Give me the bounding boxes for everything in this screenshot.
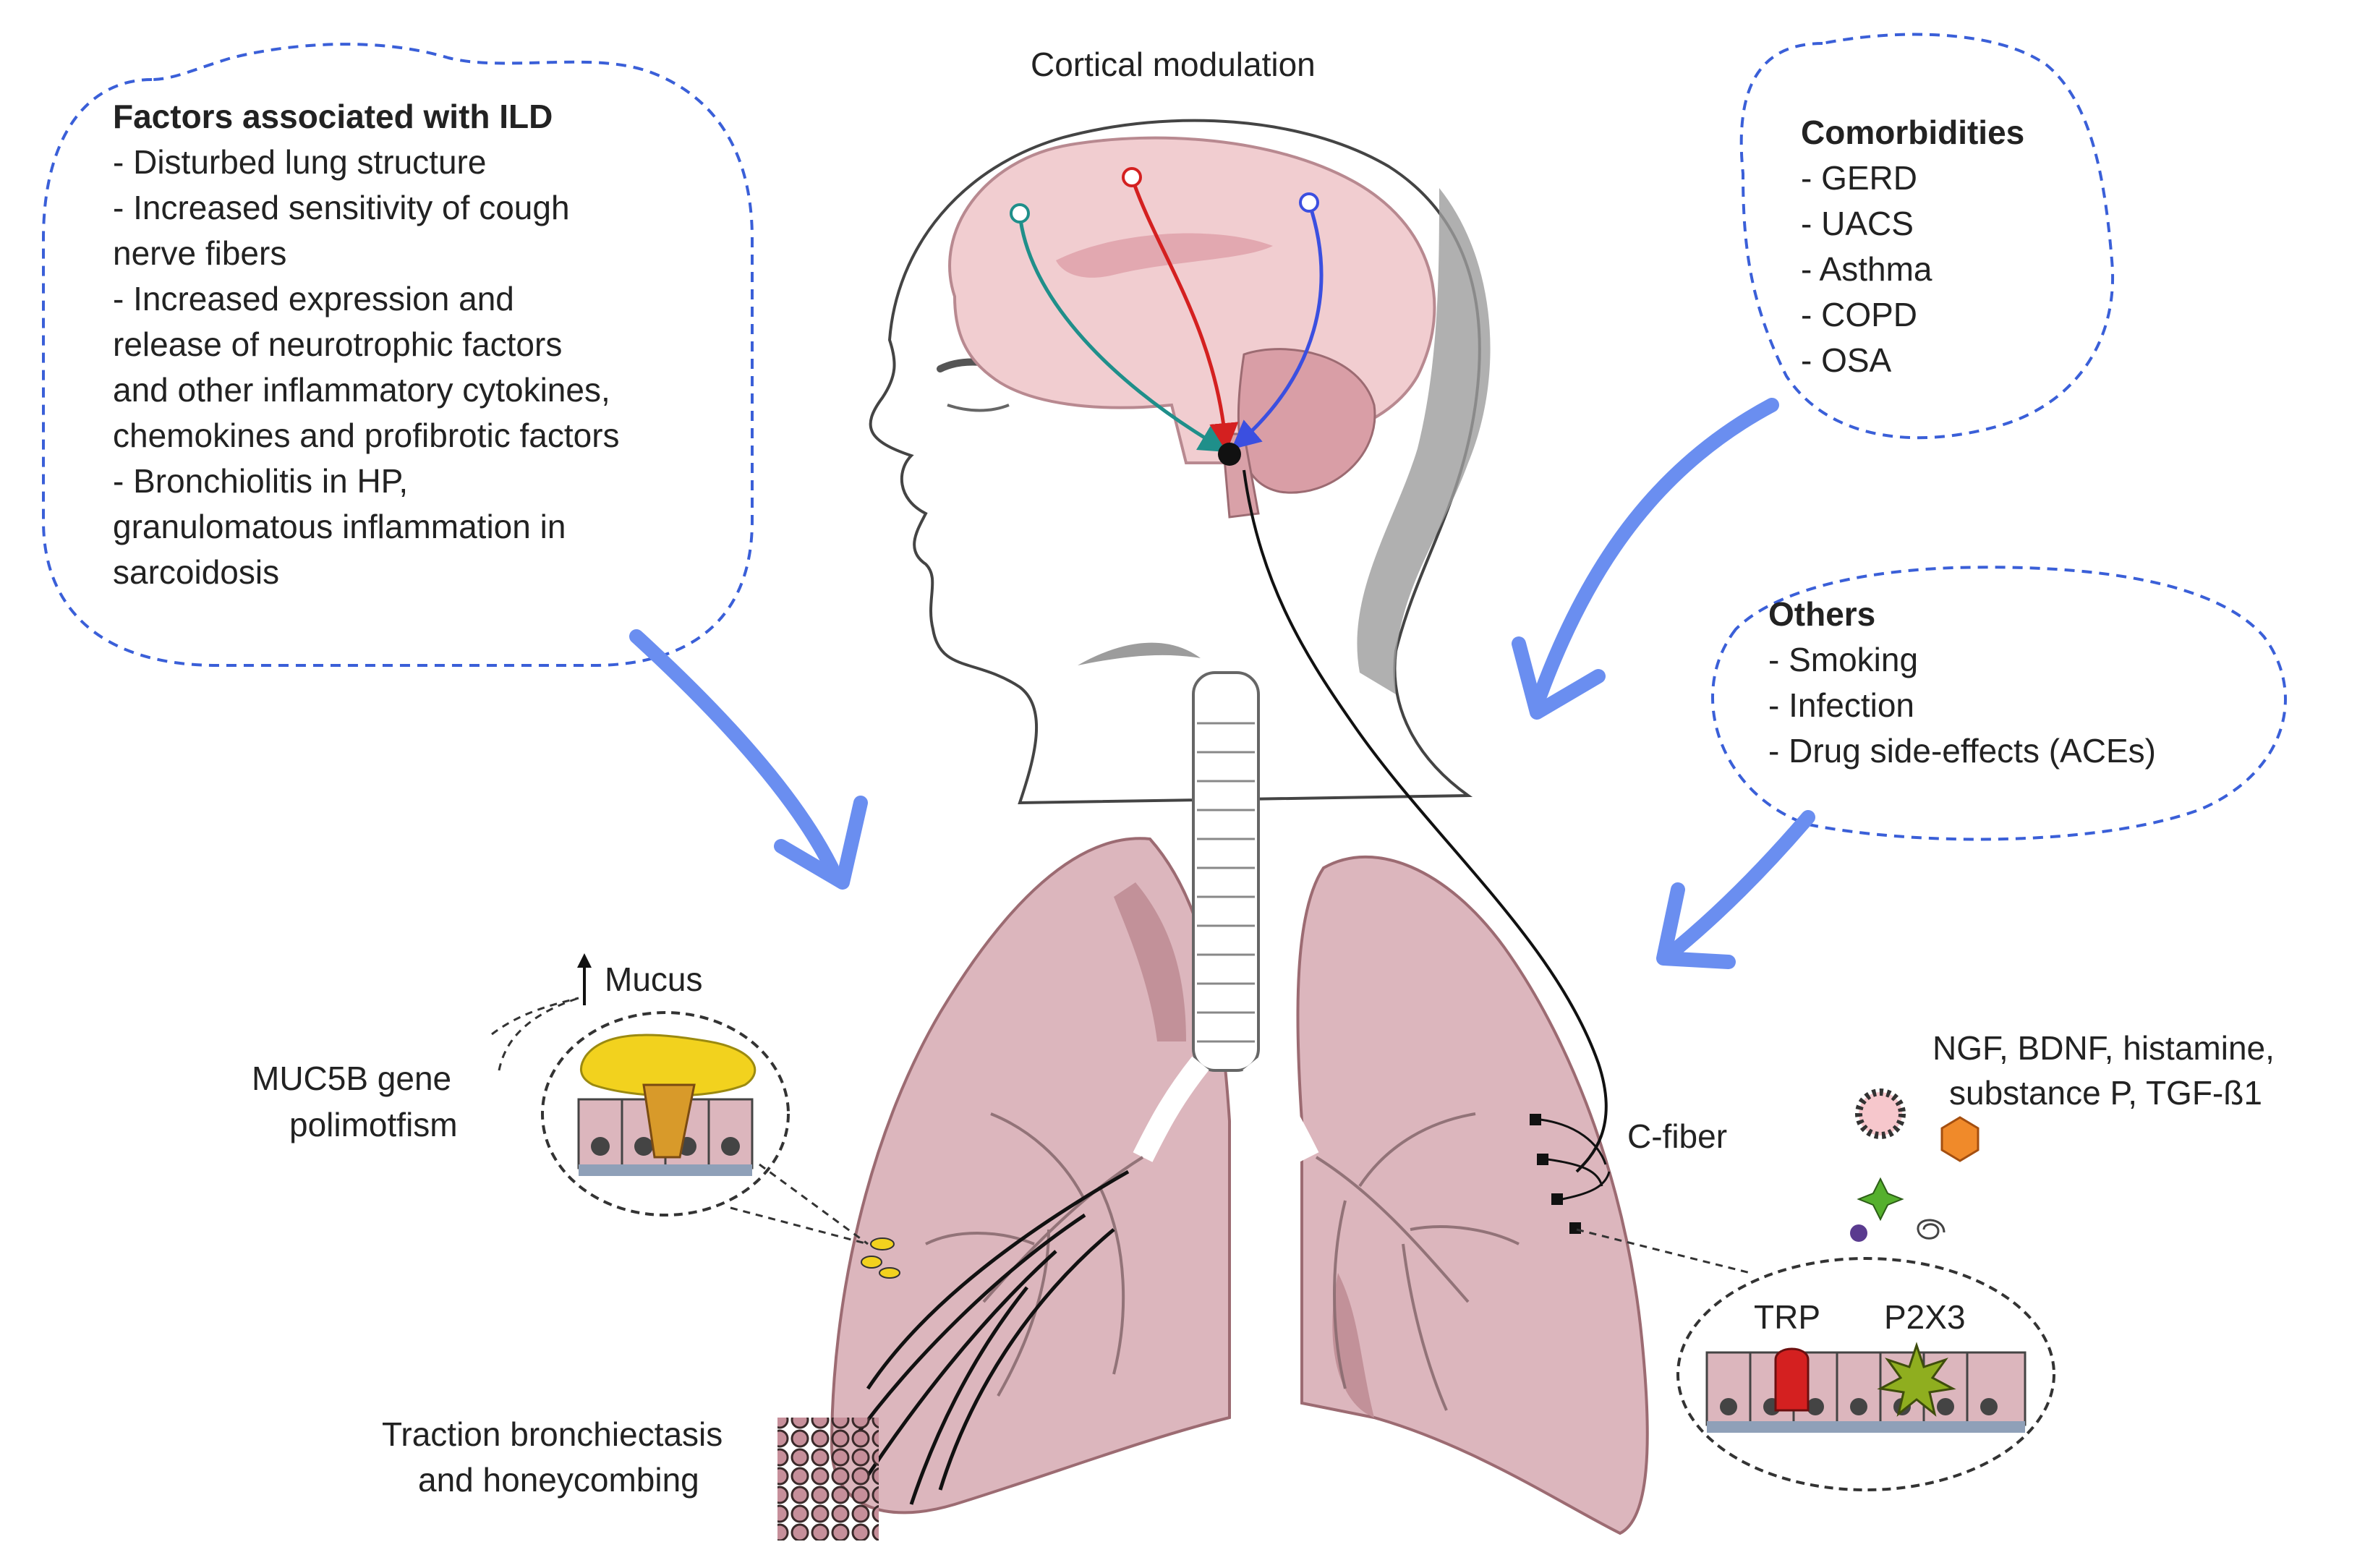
comorbidities-arrow bbox=[1533, 398, 1779, 702]
mediators-label-line2: substance P, TGF-ß1 bbox=[1949, 1074, 2262, 1112]
honeycomb-icon bbox=[777, 1418, 879, 1541]
ild-line: - Bronchiolitis in HP, bbox=[113, 462, 409, 500]
comorbidity-item: - COPD bbox=[1801, 296, 1917, 333]
p2x3-receptor-icon bbox=[1877, 1342, 1956, 1417]
others-item: - Smoking bbox=[1768, 641, 1919, 678]
c-fiber-nerve bbox=[1243, 469, 1608, 1173]
comorbidities-list: - GERD - UACS - Asthma - COPD - OSA bbox=[1801, 155, 2024, 383]
ild-box: Factors associated with ILD - Disturbed … bbox=[113, 94, 620, 595]
p2x3-label: P2X3 bbox=[1884, 1298, 1966, 1336]
comorbidity-item: - UACS bbox=[1801, 205, 1914, 242]
mediators-label-line1: NGF, BDNF, histamine, bbox=[1932, 1029, 2275, 1067]
comorbidities-box: Comorbidities - GERD - UACS - Asthma - C… bbox=[1801, 110, 2024, 383]
ild-arrow bbox=[629, 629, 839, 875]
ild-line: - Increased sensitivity of cough bbox=[113, 189, 570, 226]
ild-line: release of neurotrophic factors bbox=[113, 325, 563, 363]
muc5b-label-line2: polimotfism bbox=[289, 1106, 458, 1143]
others-bubble bbox=[1711, 566, 2287, 841]
ild-line: nerve fibers bbox=[113, 234, 287, 272]
lung-right-anatomical bbox=[830, 837, 1231, 1514]
trp-label: TRP bbox=[1754, 1298, 1820, 1336]
ild-line: chemokines and profibrotic factors bbox=[113, 417, 620, 454]
traction-label-line2: and honeycombing bbox=[418, 1461, 699, 1499]
c-fiber-label: C-fiber bbox=[1627, 1117, 1728, 1155]
others-item: - Infection bbox=[1768, 686, 1914, 724]
ild-line: - Increased expression and bbox=[113, 280, 514, 318]
ild-line: and other inflammatory cytokines, bbox=[113, 371, 610, 409]
comorbidities-bubble bbox=[1739, 33, 2115, 440]
others-title: Others bbox=[1768, 595, 1876, 633]
others-arrow bbox=[1671, 810, 1815, 955]
ild-line: sarcoidosis bbox=[113, 553, 280, 591]
ild-list: - Disturbed lung structure - Increased s… bbox=[113, 140, 620, 595]
ild-line: granulomatous inflammation in bbox=[113, 508, 566, 545]
mucus-label: Mucus bbox=[605, 960, 703, 998]
trp-channel-icon bbox=[1774, 1347, 1810, 1412]
comorbidity-item: - OSA bbox=[1801, 341, 1892, 379]
others-box: Others - Smoking - Infection - Drug side… bbox=[1768, 592, 2156, 774]
comorbidity-item: - GERD bbox=[1801, 159, 1917, 197]
trachea-icon bbox=[1192, 671, 1260, 1072]
traction-label-line1: Traction bronchiectasis bbox=[382, 1415, 723, 1453]
comorbidity-item: - Asthma bbox=[1801, 250, 1932, 288]
ild-bubble bbox=[42, 43, 754, 667]
cortical-label: Cortical modulation bbox=[1031, 46, 1316, 83]
comorbidities-title: Comorbidities bbox=[1801, 114, 2025, 151]
lung-left-anatomical bbox=[1296, 855, 1649, 1535]
others-list: - Smoking - Infection - Drug side-effect… bbox=[1768, 637, 2156, 774]
ild-line: - Disturbed lung structure bbox=[113, 143, 487, 181]
muc5b-label-line1: MUC5B gene bbox=[252, 1060, 452, 1097]
ild-title: Factors associated with ILD bbox=[113, 98, 553, 135]
others-item: - Drug side-effects (ACEs) bbox=[1768, 732, 2156, 770]
